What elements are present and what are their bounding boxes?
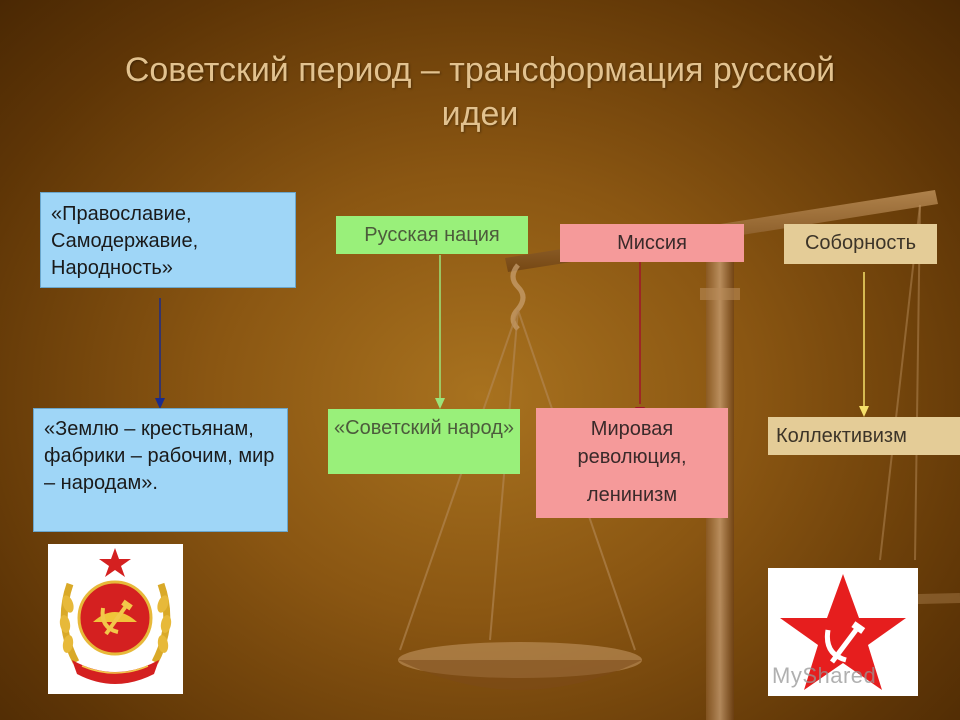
world-revolution-line-2: ленинизм (586, 484, 678, 506)
box-collectivism: Коллективизм (768, 417, 960, 455)
box-soviet-people: «Советский народ» (328, 409, 520, 474)
box-land-to-peasants: «Землю – крестьянам, фабрики – рабочим, … (33, 408, 288, 532)
title-line-2: идеи (441, 95, 519, 133)
box-mission: Миссия (560, 224, 744, 262)
box-world-revolution: Мировая революция, ленинизм (536, 408, 728, 518)
title-line-1: Советский период – трансформация русской (124, 51, 836, 89)
red-star-hammer-sickle-icon (768, 568, 918, 696)
box-russian-nation: Русская нация (336, 216, 528, 254)
slide-title: Советский период – трансформация русской… (60, 48, 900, 136)
box-sobornost: Соборность (784, 224, 937, 264)
world-revolution-line-1: Мировая революция, (577, 418, 687, 468)
watermark-myshared: MyShared (772, 663, 877, 688)
rsfsr-coat-of-arms-icon (48, 544, 183, 694)
box-orthodoxy-autocracy: «Православие, Самодержавие, Народность» (40, 192, 296, 288)
